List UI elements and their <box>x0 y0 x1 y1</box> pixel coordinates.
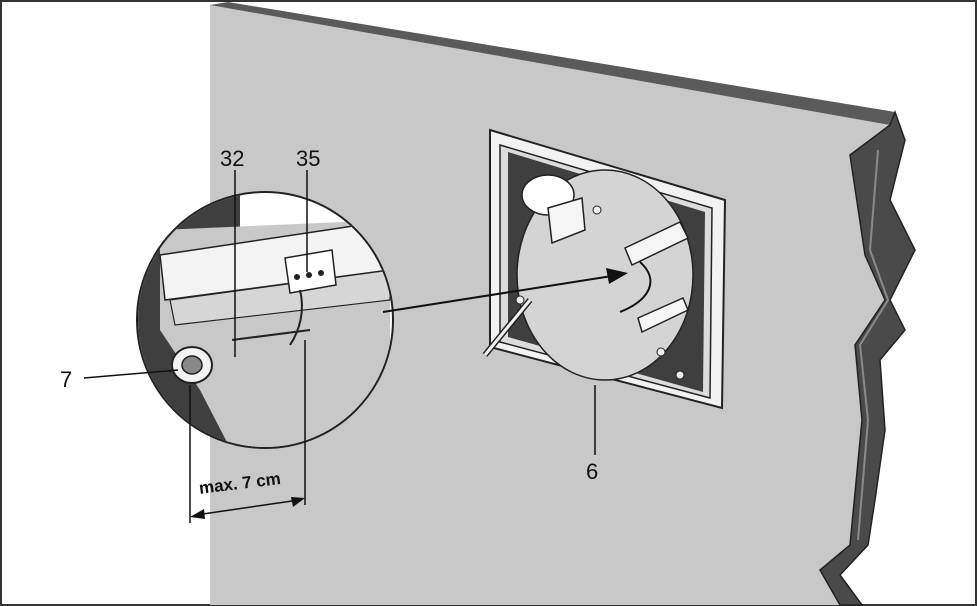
terminal-block <box>624 221 690 267</box>
callout-7: 7 <box>60 367 73 392</box>
screw <box>515 295 525 305</box>
callout-6: 6 <box>586 459 599 484</box>
wall-side-edge <box>819 109 916 606</box>
dimension-arrowhead-right <box>291 497 305 507</box>
wall-top-edge <box>210 2 895 125</box>
detail-view <box>138 193 391 447</box>
dimension-arrowhead-left <box>190 509 205 519</box>
screw <box>675 370 685 380</box>
mounting-clip-left <box>547 197 586 245</box>
dimension-line <box>195 499 300 516</box>
screw <box>592 205 602 215</box>
callout-35: 35 <box>296 146 321 171</box>
detail-pointer-line <box>382 275 613 313</box>
wall-side-highlight <box>857 149 890 541</box>
detail-pointer-arrowhead <box>606 268 628 284</box>
screw <box>656 347 666 357</box>
leader-line-7 <box>83 369 179 379</box>
pin <box>483 299 532 356</box>
cable <box>619 261 652 313</box>
callout-32: 32 <box>220 146 245 171</box>
mounting-clip-right <box>637 297 689 334</box>
